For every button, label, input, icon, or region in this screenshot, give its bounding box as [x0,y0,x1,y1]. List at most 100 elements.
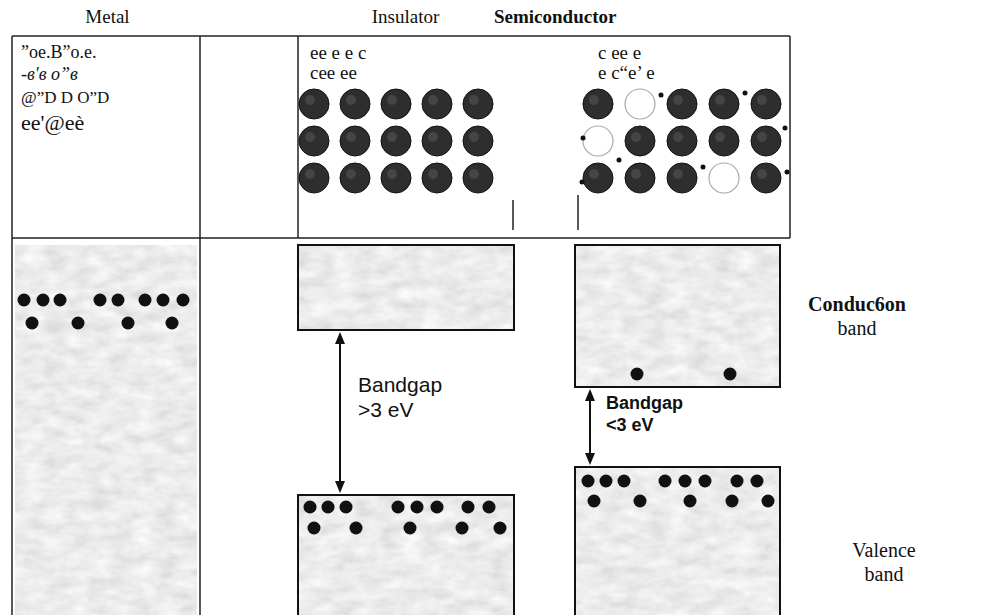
cell-heading: Insulator [298,6,513,28]
electron-dot [588,495,601,508]
bandgap-arrow [589,397,591,457]
electron-dot [392,501,405,514]
atom-shine [715,95,725,105]
table-line [297,36,299,238]
atom-circle [751,163,781,193]
atom-circle [422,126,452,156]
free-electron [617,158,622,163]
atom-shine [305,169,315,179]
electron-dot [684,495,697,508]
atom-shine [589,169,599,179]
bandgap-arrow [339,340,341,485]
electron-dot [37,294,50,307]
atom-circle [667,89,697,119]
metal-band [15,245,197,615]
conduction-band [575,245,780,387]
electron-dot [54,294,67,307]
valence-band-outline [298,495,514,615]
table-line [577,195,579,230]
arrow-head [335,332,345,344]
atom-shine [589,95,599,105]
free-electron [659,93,664,98]
atom-circle [709,89,739,119]
cell-text: ee e e c [310,42,366,64]
atom-circle [463,163,493,193]
atom-circle [667,163,697,193]
electron-dot [618,475,631,488]
atom-circle [381,163,411,193]
electron-dot [322,501,335,514]
atom-circle [299,89,329,119]
electron-dot [166,317,179,330]
table-cell: Semiconductorc ee ee c“e’ e [578,0,788,237]
band-label: Conduc6on band [798,292,916,340]
electron-dot [340,501,353,514]
atom-shine [469,95,479,105]
table-line [512,200,514,230]
conduction-band-outline [298,245,514,330]
electron-dot [462,501,475,514]
atom-shine [757,95,767,105]
atom-circle [381,126,411,156]
atom-circle [340,126,370,156]
electron-dot [431,501,444,514]
free-electron [785,170,790,175]
electron-dot [72,317,85,330]
cell-text: ”oe.B”o.e. [21,42,96,63]
electron-dot [679,475,692,488]
atom-circle [340,163,370,193]
table-line [199,36,201,615]
electron-dot [631,368,644,381]
atom-shine [305,95,315,105]
atom-circle [751,89,781,119]
atom-circle [709,126,739,156]
electron-dot [308,522,321,535]
atom-shine [469,169,479,179]
bandgap-label: Bandgap <3 eV [606,393,694,436]
atom-shine [346,95,356,105]
atom-shine [757,169,767,179]
atom-shine [631,132,641,142]
atom-circle [299,163,329,193]
free-electron [783,126,788,131]
electron-dot [483,501,496,514]
atom-circle [625,163,655,193]
atom-shine [387,132,397,142]
table-line [11,36,13,615]
atom-shine [346,132,356,142]
atom-shine [428,95,438,105]
conduction-band [298,245,514,330]
free-electron [580,180,585,185]
atom-shine [673,132,683,142]
atom-circle [463,126,493,156]
arrow-head [585,453,595,465]
cell-text: ee'@eè [21,110,84,135]
arrow-head [335,481,345,493]
cell-text: e c“e’ e [598,62,655,84]
table-line [789,36,791,238]
hole-circle [709,163,739,193]
atom-shine [673,95,683,105]
atom-shine [673,169,683,179]
table-line [12,237,790,239]
cell-text: c ee e [598,42,641,64]
valence-band [298,495,514,615]
table-cell: Metal”oe.B”o.e.-в'в o”в@”D D O”Dee'@eè [15,0,200,237]
atom-circle [463,89,493,119]
electron-dot [350,522,363,535]
atom-shine [305,132,315,142]
electron-dot [177,294,190,307]
electron-dot [762,495,775,508]
atom-circle [583,89,613,119]
atom-circle [381,89,411,119]
atom-circle [751,126,781,156]
atom-shine [428,169,438,179]
hole-circle [625,89,655,119]
electron-dot [726,495,739,508]
electron-dot [26,317,39,330]
electron-dot [411,501,424,514]
atom-circle [667,126,697,156]
electron-dot [304,501,317,514]
electron-dot [724,368,737,381]
